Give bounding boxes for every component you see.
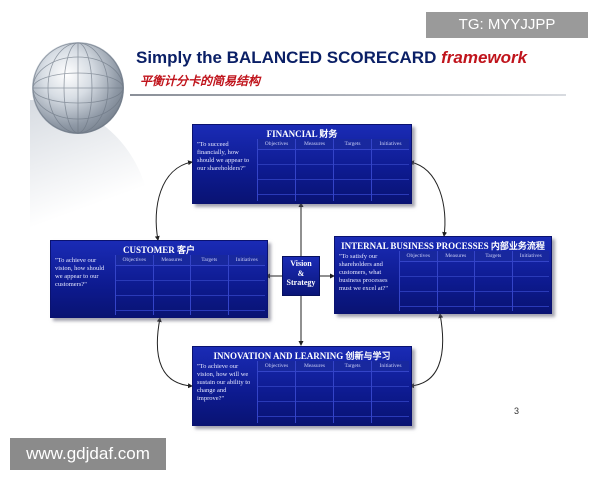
innovation-learning-columns: Objectives Measures Targets Initiatives: [257, 361, 409, 423]
vision-label: Vision: [290, 259, 312, 268]
slide-title-main: Simply the BALANCED SCORECARD: [136, 48, 442, 67]
slide-title: Simply the BALANCED SCORECARD framework: [136, 48, 576, 68]
column-targets: Targets: [334, 361, 371, 372]
column-measures: Measures: [437, 251, 474, 262]
arrow-financial-customer: [154, 160, 193, 241]
slide-title-accent: framework: [441, 48, 528, 67]
strategy-label: Strategy: [286, 278, 316, 287]
financial-columns: Objectives Measures Targets Initiatives: [257, 139, 409, 201]
connector-lines: [154, 160, 448, 389]
arrow-financial-internal: [409, 160, 448, 237]
column-targets: Targets: [191, 255, 228, 266]
arrow-internal-learning: [409, 313, 444, 389]
title-divider: [130, 94, 566, 96]
column-initiatives: Initiatives: [228, 255, 265, 266]
customer-columns: Objectives Measures Targets Initiatives: [115, 255, 265, 315]
innovation-learning-question: "To achieve our vision, how will we sust…: [197, 363, 251, 402]
customer-title: CUSTOMER 客户: [122, 245, 196, 255]
column-measures: Measures: [296, 139, 333, 150]
customer-question: "To achieve our vision, how should we ap…: [55, 257, 105, 288]
column-objectives: Objectives: [116, 255, 153, 266]
financial-title: FINANCIAL 财务: [266, 129, 338, 139]
column-initiatives: Initiatives: [372, 139, 409, 150]
slide: Simply the BALANCED SCORECARD framework …: [30, 40, 578, 440]
column-measures: Measures: [153, 255, 190, 266]
innovation-learning-title: INNOVATION AND LEARNING 创新与学习: [213, 351, 391, 361]
arrow-customer-learning: [156, 317, 193, 389]
watermark-top: TG: MYYJJPP: [426, 12, 588, 38]
internal-processes-box: INTERNAL BUSINESS PROCESSES 内部业务流程 "To s…: [334, 236, 552, 314]
page-number: 3: [514, 406, 520, 416]
slide-subtitle: 平衡计分卡的简易结构: [140, 74, 261, 88]
internal-processes-question: "To satisfy our shareholders and custome…: [339, 253, 389, 292]
financial-box: FINANCIAL 财务 "To succeed financially, ho…: [192, 124, 412, 204]
internal-processes-columns: Objectives Measures Targets Initiatives: [399, 251, 549, 311]
internal-processes-title: INTERNAL BUSINESS PROCESSES 内部业务流程: [341, 241, 545, 251]
column-initiatives: Initiatives: [372, 361, 409, 372]
column-measures: Measures: [296, 361, 333, 372]
column-objectives: Objectives: [400, 251, 437, 262]
watermark-bottom: www.gdjdaf.com: [10, 438, 166, 470]
financial-question: "To succeed financially, how should we a…: [197, 141, 250, 172]
ampersand-label: &: [297, 268, 305, 278]
globe-icon: [32, 42, 124, 134]
innovation-learning-box: INNOVATION AND LEARNING 创新与学习 "To achiev…: [192, 346, 412, 426]
column-objectives: Objectives: [258, 361, 295, 372]
customer-box: CUSTOMER 客户 "To achieve our vision, how …: [50, 240, 268, 318]
column-initiatives: Initiatives: [512, 251, 549, 262]
column-objectives: Objectives: [258, 139, 295, 150]
column-targets: Targets: [334, 139, 371, 150]
vision-strategy-box: Vision & Strategy: [282, 256, 320, 296]
column-targets: Targets: [475, 251, 512, 262]
